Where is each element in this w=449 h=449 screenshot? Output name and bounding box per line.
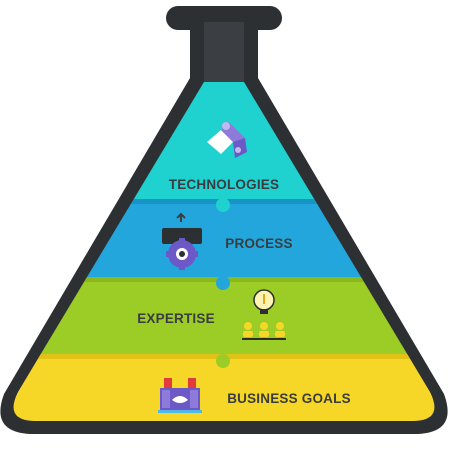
team-lightbulb-icon [242,289,286,340]
gear-upload-icon [162,212,202,270]
puzzle-connectors [216,198,230,368]
layer-label-business-goals: BUSINESS GOALS [227,391,351,406]
layer-label-process: PROCESS [225,236,292,251]
layer-label-expertise: EXPERTISE [137,311,215,326]
puzzle-icon [207,122,247,158]
layer-label-technologies: TECHNOLOGIES [169,177,279,192]
factory-handshake-icon [158,378,202,413]
